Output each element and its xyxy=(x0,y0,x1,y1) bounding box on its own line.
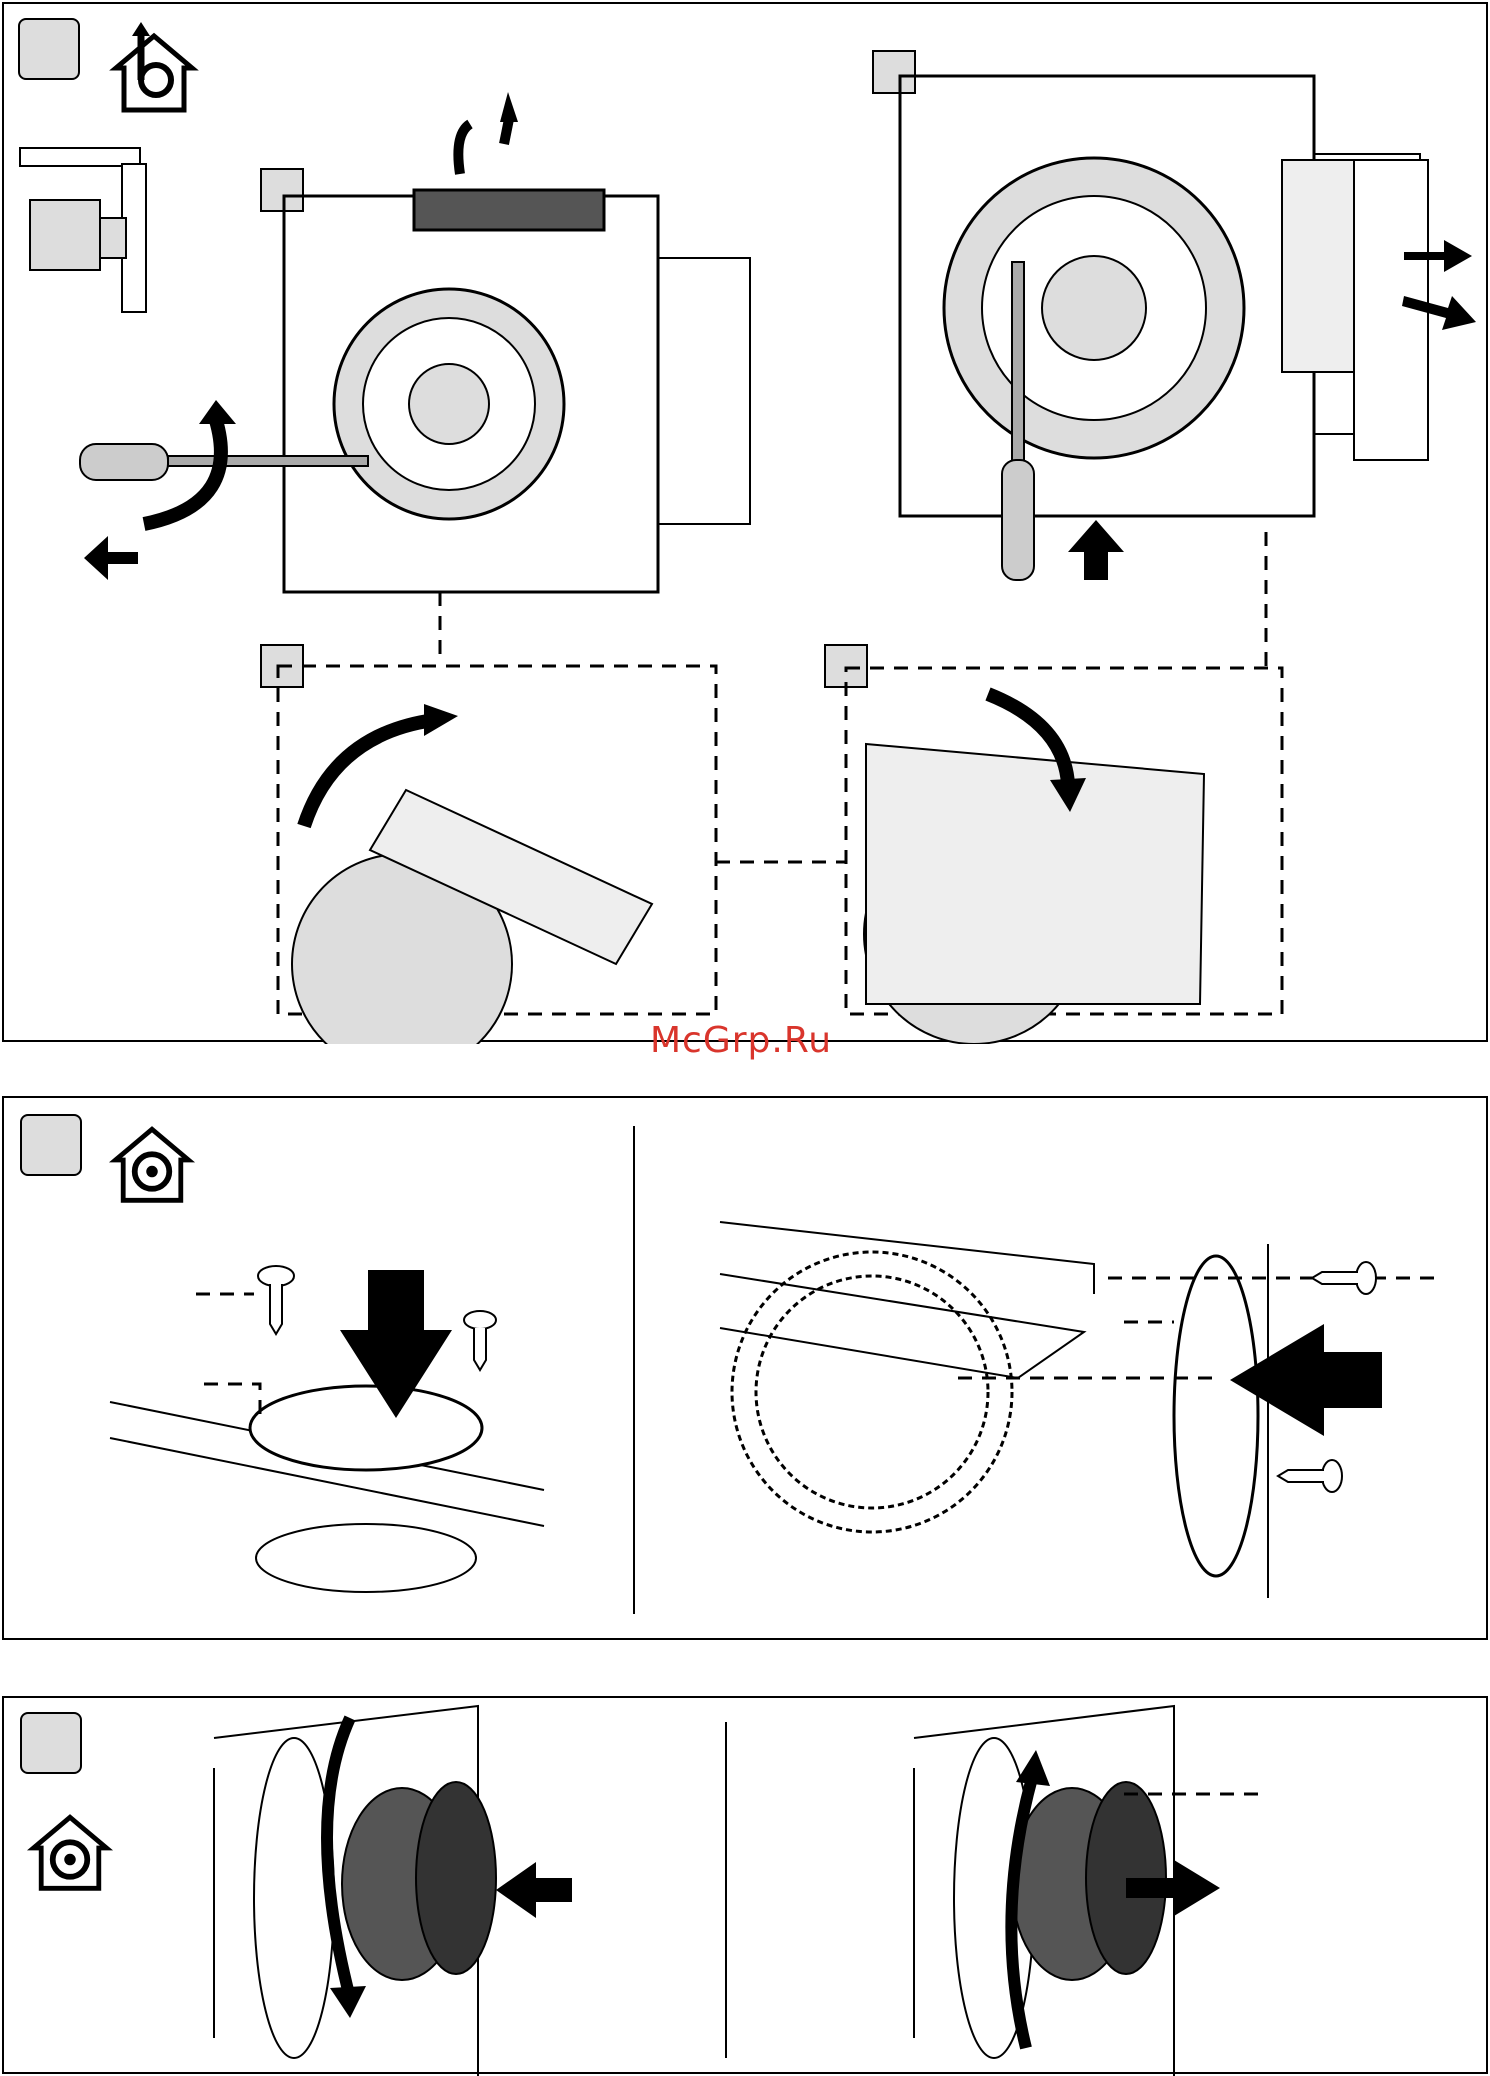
panel-recirculation-grille xyxy=(2,1096,1488,1640)
carbon-filter-diagram xyxy=(4,1698,1490,2076)
arrow-up-icon xyxy=(1068,520,1124,580)
fan-unit-right xyxy=(900,76,1428,516)
ducted-diagram xyxy=(4,4,1490,1044)
grille-diagram xyxy=(4,1098,1490,1642)
arrow-up-icon xyxy=(458,124,470,174)
watermark: McGrp.Ru xyxy=(650,1020,832,1061)
panel-ducted-installation xyxy=(2,2,1488,1042)
carbon-filter-icon xyxy=(342,1782,1166,1980)
arrow-left-icon xyxy=(84,536,138,580)
panel-carbon-filter xyxy=(2,1696,1488,2074)
fan-unit-left xyxy=(284,190,750,592)
arrow-left-icon xyxy=(496,1862,572,1918)
wall-duct-icon xyxy=(20,148,146,312)
